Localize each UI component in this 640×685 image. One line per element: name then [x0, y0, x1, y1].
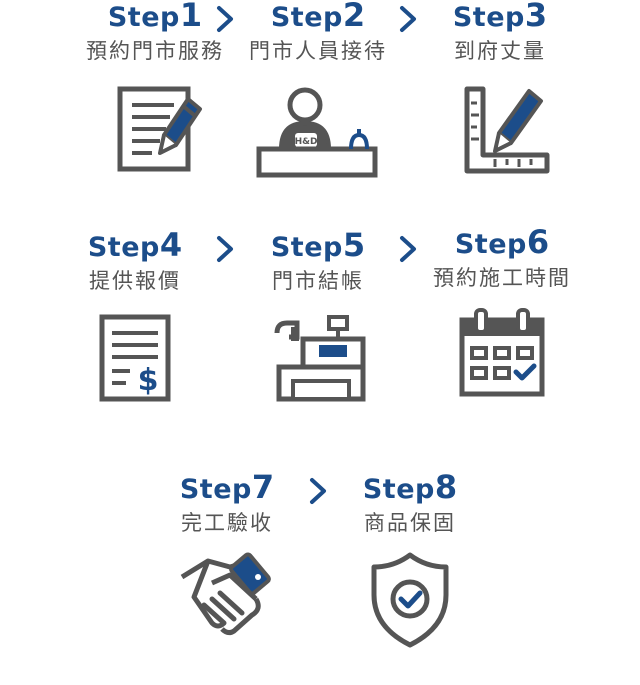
handshake-icon: [180, 552, 271, 636]
step-label: 提供報價: [89, 269, 181, 293]
step-4: Step4 提供報價 $: [50, 226, 220, 411]
dollar-sign: $: [138, 363, 159, 398]
step-title: Step6: [454, 223, 550, 261]
step-title: Step5: [270, 226, 366, 264]
step-title: Step4: [87, 226, 183, 264]
chevron-right-icon: [305, 476, 331, 506]
step-title: Step3: [452, 0, 548, 34]
document-pen-icon: [117, 86, 202, 172]
step-title: Step8: [362, 468, 458, 506]
step-title: Step7: [179, 468, 275, 506]
ruler-pencil-icon: [464, 86, 550, 174]
step-6: Step6 預約施工時間: [417, 223, 587, 406]
chevron-right-icon: [395, 4, 421, 34]
step-3: Step3 到府丈量: [415, 0, 585, 183]
step-label: 商品保固: [364, 511, 456, 535]
step-5: Step5 門市結帳: [233, 226, 403, 409]
step-title: Step1: [107, 0, 203, 34]
chevron-right-icon: [212, 4, 238, 34]
step-title: Step2: [270, 0, 366, 34]
step-7: Step7 完工驗收: [142, 468, 312, 649]
step-label: 到府丈量: [454, 39, 546, 63]
reception-staff-icon: H&D: [256, 87, 378, 178]
step-8: Step8 商品保固: [325, 468, 495, 649]
calendar-check-icon: [459, 308, 545, 397]
cash-register-icon: [274, 315, 366, 402]
step-label: 預約施工時間: [433, 266, 571, 290]
chevron-right-icon: [395, 234, 421, 264]
step-1: Step1 預約門市服務: [70, 0, 240, 183]
step-label: 門市人員接待: [249, 39, 387, 63]
step-label: 預約門市服務: [86, 39, 224, 63]
step-label: 完工驗收: [181, 511, 273, 535]
step-label: 門市結帳: [272, 269, 364, 293]
shield-check-icon: [371, 552, 449, 648]
staff-badge: H&D: [295, 137, 318, 147]
chevron-right-icon: [212, 234, 238, 264]
step-2: Step2 門市人員接待 H&D: [233, 0, 403, 183]
quotation-invoice-icon: $: [99, 314, 171, 402]
